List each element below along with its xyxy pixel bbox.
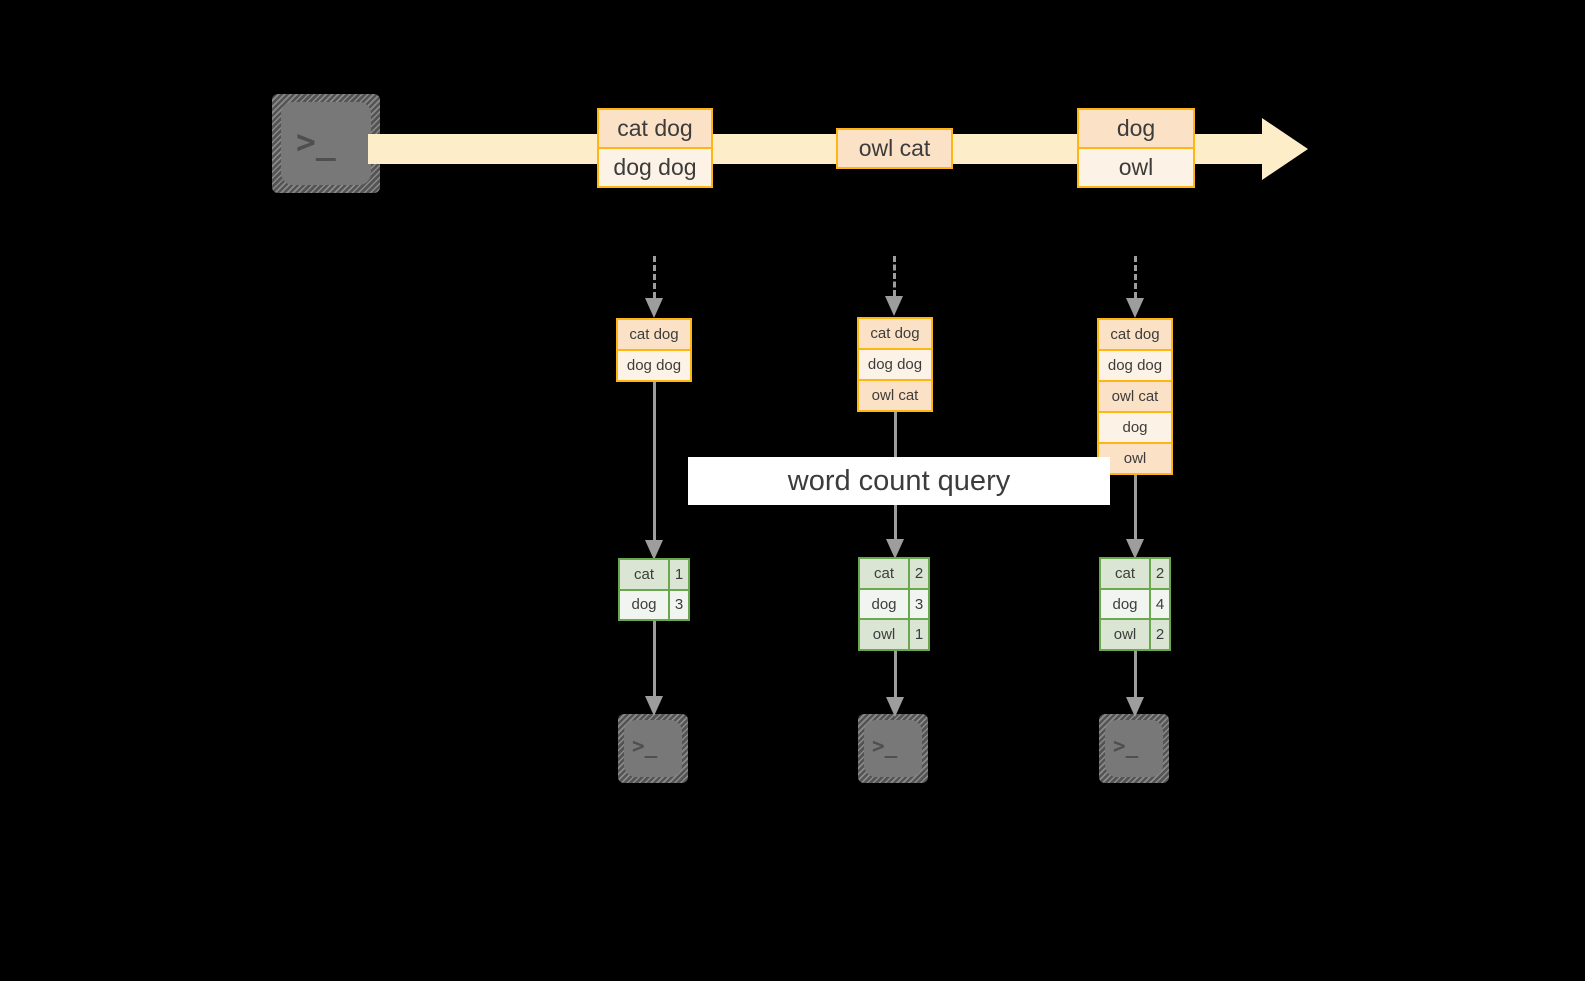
result-count-cell: 1 — [668, 560, 688, 589]
result-row: cat 2 — [860, 559, 928, 588]
snapshot-2[interactable]: cat dog dog dog owl cat — [857, 317, 933, 412]
terminal-screen — [1105, 720, 1163, 777]
connector-arrow-head — [884, 296, 903, 316]
snapshot-1[interactable]: cat dog dog dog — [616, 318, 692, 382]
terminal-screen — [864, 720, 922, 777]
connector-arrow-head — [644, 540, 663, 560]
connector-shaft — [892, 256, 896, 296]
connector-arrow-head — [885, 539, 904, 559]
result-row: owl 2 — [1101, 618, 1169, 650]
result-row: cat 2 — [1101, 559, 1169, 588]
stream-event-row: owl — [1079, 147, 1193, 186]
connector-shaft — [1133, 256, 1137, 298]
stream-to-snapshot-connector-2 — [884, 256, 904, 316]
snapshot-row: cat dog — [1099, 320, 1171, 349]
result-to-sink-connector-3 — [1125, 651, 1145, 717]
stream-event-group-2[interactable]: owl cat — [836, 128, 953, 169]
connector-arrow-head — [1125, 697, 1144, 717]
snapshot-row: dog — [1099, 411, 1171, 442]
stream-event-row: cat dog — [599, 110, 711, 147]
connector-shaft — [652, 621, 656, 696]
result-to-sink-connector-2 — [885, 651, 905, 717]
result-count-cell: 3 — [908, 589, 928, 619]
result-word-cell: dog — [860, 589, 908, 619]
result-word-cell: cat — [1101, 559, 1149, 588]
terminal-prompt-glyph: >_ — [872, 734, 898, 758]
stream-to-snapshot-connector-3 — [1125, 256, 1145, 318]
sink-terminal-icon-3: >_ — [1099, 714, 1169, 783]
connector-arrow-head — [885, 697, 904, 717]
result-row: cat 1 — [620, 560, 688, 589]
stream-event-row: dog dog — [599, 147, 711, 186]
result-count-cell: 2 — [1149, 559, 1169, 588]
snapshot-row: cat dog — [859, 319, 931, 348]
stream-to-snapshot-connector-1 — [644, 256, 664, 318]
connector-arrow-head — [644, 696, 663, 716]
snapshot-row: dog dog — [618, 349, 690, 380]
snapshot-row: owl cat — [1099, 380, 1171, 411]
result-row: dog 3 — [860, 587, 928, 619]
sink-terminal-icon-2: >_ — [858, 714, 928, 783]
snapshot-3[interactable]: cat dog dog dog owl cat dog owl — [1097, 318, 1173, 475]
result-word-cell: cat — [620, 560, 668, 589]
terminal-prompt-glyph: >_ — [1113, 734, 1139, 758]
result-word-cell: dog — [620, 590, 668, 619]
result-word-cell: owl — [1101, 620, 1149, 650]
snapshot-row: cat dog — [618, 320, 690, 349]
result-to-sink-connector-1 — [644, 621, 664, 716]
stream-arrow-head — [1262, 118, 1308, 180]
result-table-1[interactable]: cat 1 dog 3 — [618, 558, 690, 621]
connector-arrow-head — [1125, 539, 1144, 559]
result-row: owl 1 — [860, 618, 928, 650]
terminal-prompt-glyph: >_ — [632, 734, 658, 758]
result-count-cell: 1 — [908, 620, 928, 650]
snapshot-row: owl cat — [859, 379, 931, 410]
result-table-2[interactable]: cat 2 dog 3 owl 1 — [858, 557, 930, 651]
result-word-cell: owl — [860, 620, 908, 650]
stream-event-row: owl cat — [838, 130, 951, 167]
snapshot-row: dog dog — [859, 348, 931, 379]
stream-event-group-3[interactable]: dog owl — [1077, 108, 1195, 188]
snapshot-to-result-connector-1 — [644, 382, 664, 560]
result-count-cell: 4 — [1149, 589, 1169, 619]
stream-event-row: dog — [1079, 110, 1193, 147]
connector-shaft — [1133, 651, 1137, 697]
query-label: word count query — [787, 464, 1011, 497]
terminal-screen — [281, 102, 371, 185]
connector-shaft — [652, 256, 656, 298]
result-row: dog 3 — [620, 588, 688, 619]
connector-shaft — [1133, 475, 1137, 539]
result-row: dog 4 — [1101, 587, 1169, 619]
result-word-cell: cat — [860, 559, 908, 588]
connector-shaft — [652, 382, 656, 540]
stream-event-group-1[interactable]: cat dog dog dog — [597, 108, 713, 188]
sink-terminal-icon-1: >_ — [618, 714, 688, 783]
result-count-cell: 3 — [668, 590, 688, 619]
result-count-cell: 2 — [1149, 620, 1169, 650]
source-terminal-icon: >_ — [272, 94, 380, 193]
terminal-prompt-glyph: >_ — [296, 122, 336, 161]
snapshot-to-result-connector-3 — [1125, 475, 1145, 559]
result-table-3[interactable]: cat 2 dog 4 owl 2 — [1099, 557, 1171, 651]
snapshot-row: dog dog — [1099, 349, 1171, 380]
result-word-cell: dog — [1101, 589, 1149, 619]
connector-shaft — [893, 651, 897, 697]
terminal-screen — [624, 720, 682, 777]
query-label-band: word count query — [688, 457, 1110, 505]
result-count-cell: 2 — [908, 559, 928, 588]
connector-arrow-head — [1125, 298, 1144, 318]
snapshot-row: owl — [1099, 442, 1171, 473]
connector-arrow-head — [644, 298, 663, 318]
